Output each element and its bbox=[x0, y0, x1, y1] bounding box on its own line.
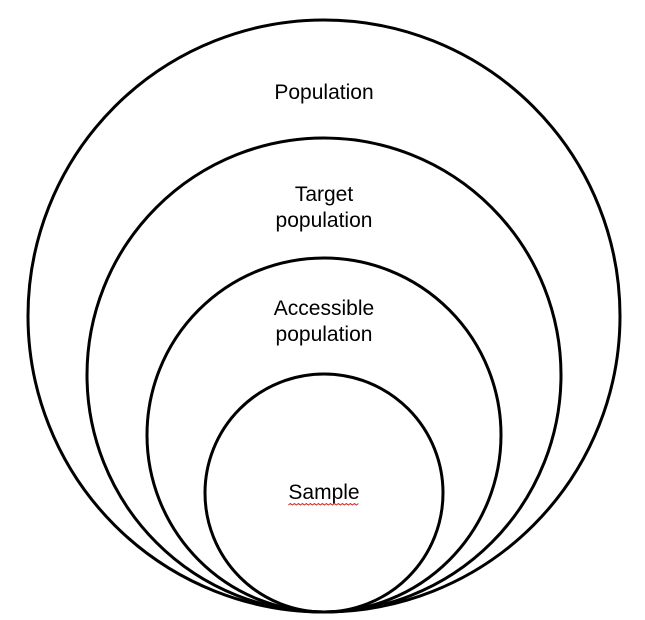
target-population-label-line1: Target bbox=[295, 183, 354, 206]
accessible-population-label-line2: population bbox=[276, 323, 373, 346]
sample-label: Sample bbox=[288, 481, 359, 504]
accessible-population-label-line1: Accessible bbox=[274, 297, 374, 320]
target-population-label-line2: population bbox=[276, 209, 373, 232]
sample-circle bbox=[203, 372, 445, 614]
population-label: Population bbox=[274, 81, 373, 104]
spellcheck-underline bbox=[288, 502, 359, 506]
